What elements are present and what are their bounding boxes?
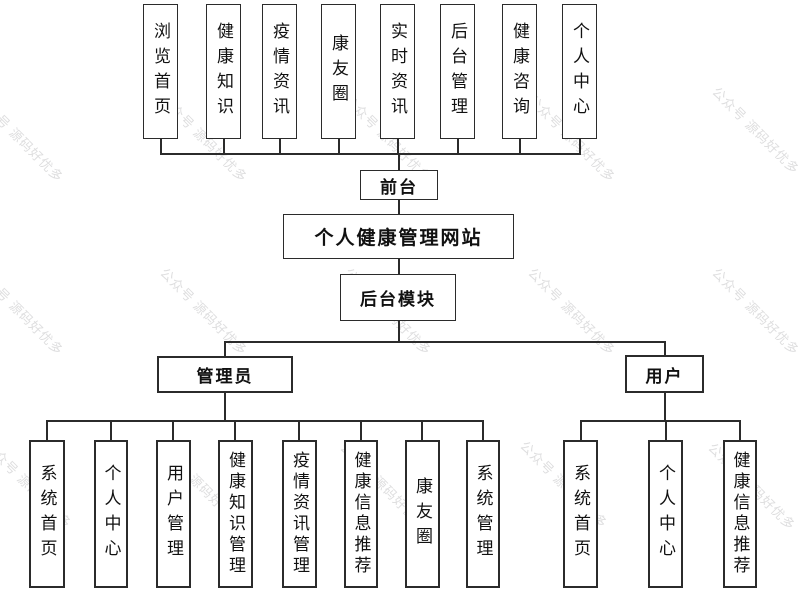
connector-line xyxy=(665,420,667,440)
admin-node-epidemic-info-manage: 疫情资讯管理 xyxy=(282,440,317,588)
node-backstage-manage: 后台管理 xyxy=(440,4,475,139)
node-frontend: 前台 xyxy=(360,170,438,200)
node-site-root: 个人健康管理网站 xyxy=(283,214,514,259)
node-health-consult: 健康咨询 xyxy=(502,4,537,139)
admin-node-system-manage: 系统管理 xyxy=(466,440,500,588)
connector-line xyxy=(160,139,162,154)
connector-line xyxy=(739,420,741,440)
connector-line xyxy=(46,420,484,422)
watermark-text: 公众号 源码好优多 xyxy=(709,265,800,359)
connector-line xyxy=(398,320,400,342)
connector-line xyxy=(110,420,112,440)
connector-line xyxy=(580,420,582,440)
node-personal-center: 个人中心 xyxy=(562,4,597,139)
user-node-system-home: 系统首页 xyxy=(563,440,598,588)
node-realtime-info: 实时资讯 xyxy=(380,4,415,139)
connector-line xyxy=(160,153,581,155)
connector-line xyxy=(398,199,400,215)
connector-line xyxy=(519,139,521,154)
admin-node-system-home: 系统首页 xyxy=(29,440,65,588)
connector-line xyxy=(224,392,226,421)
connector-line xyxy=(46,420,48,440)
connector-line xyxy=(360,420,362,440)
connector-line xyxy=(664,341,666,356)
connector-line xyxy=(298,420,300,440)
connector-line xyxy=(172,420,174,440)
node-backend-module: 后台模块 xyxy=(340,274,456,321)
connector-line xyxy=(223,139,225,154)
watermark-text: 公众号 源码好优多 xyxy=(525,265,619,359)
node-epidemic-info: 疫情资讯 xyxy=(262,4,297,139)
user-node-personal-center: 个人中心 xyxy=(648,440,683,588)
connector-line xyxy=(279,139,281,154)
admin-node-health-knowledge-manage: 健康知识管理 xyxy=(218,440,253,588)
connector-line xyxy=(224,341,226,356)
admin-node-personal-center: 个人中心 xyxy=(94,440,128,588)
node-health-knowledge: 健康知识 xyxy=(206,4,241,139)
admin-node-health-info-recommend: 健康信息推荐 xyxy=(344,440,378,588)
connector-line xyxy=(579,139,581,154)
connector-line xyxy=(397,139,399,154)
connector-line xyxy=(398,153,400,170)
node-browse-home: 浏览首页 xyxy=(143,4,178,139)
watermark-text: 公众号 源码好优多 xyxy=(0,265,67,359)
connector-line xyxy=(421,420,423,440)
connector-line xyxy=(580,420,740,422)
watermark-text: 公众号 源码好优多 xyxy=(0,92,67,186)
connector-line xyxy=(664,392,666,421)
watermark-text: 公众号 源码好优多 xyxy=(709,84,800,178)
user-node-health-info-recommend: 健康信息推荐 xyxy=(723,440,757,588)
node-admin: 管理员 xyxy=(157,356,293,393)
connector-line xyxy=(398,258,400,275)
admin-node-user-manage: 用户管理 xyxy=(156,440,191,588)
admin-node-kangyou-circle: 康友圈 xyxy=(405,440,440,588)
node-user: 用户 xyxy=(625,355,704,393)
node-kangyou-circle: 康友圈 xyxy=(321,4,356,139)
connector-line xyxy=(224,341,666,343)
watermark-text: 公众号 源码好优多 xyxy=(157,265,251,359)
connector-line xyxy=(234,420,236,440)
connector-line xyxy=(338,139,340,154)
connector-line xyxy=(482,420,484,440)
connector-line xyxy=(457,139,459,154)
